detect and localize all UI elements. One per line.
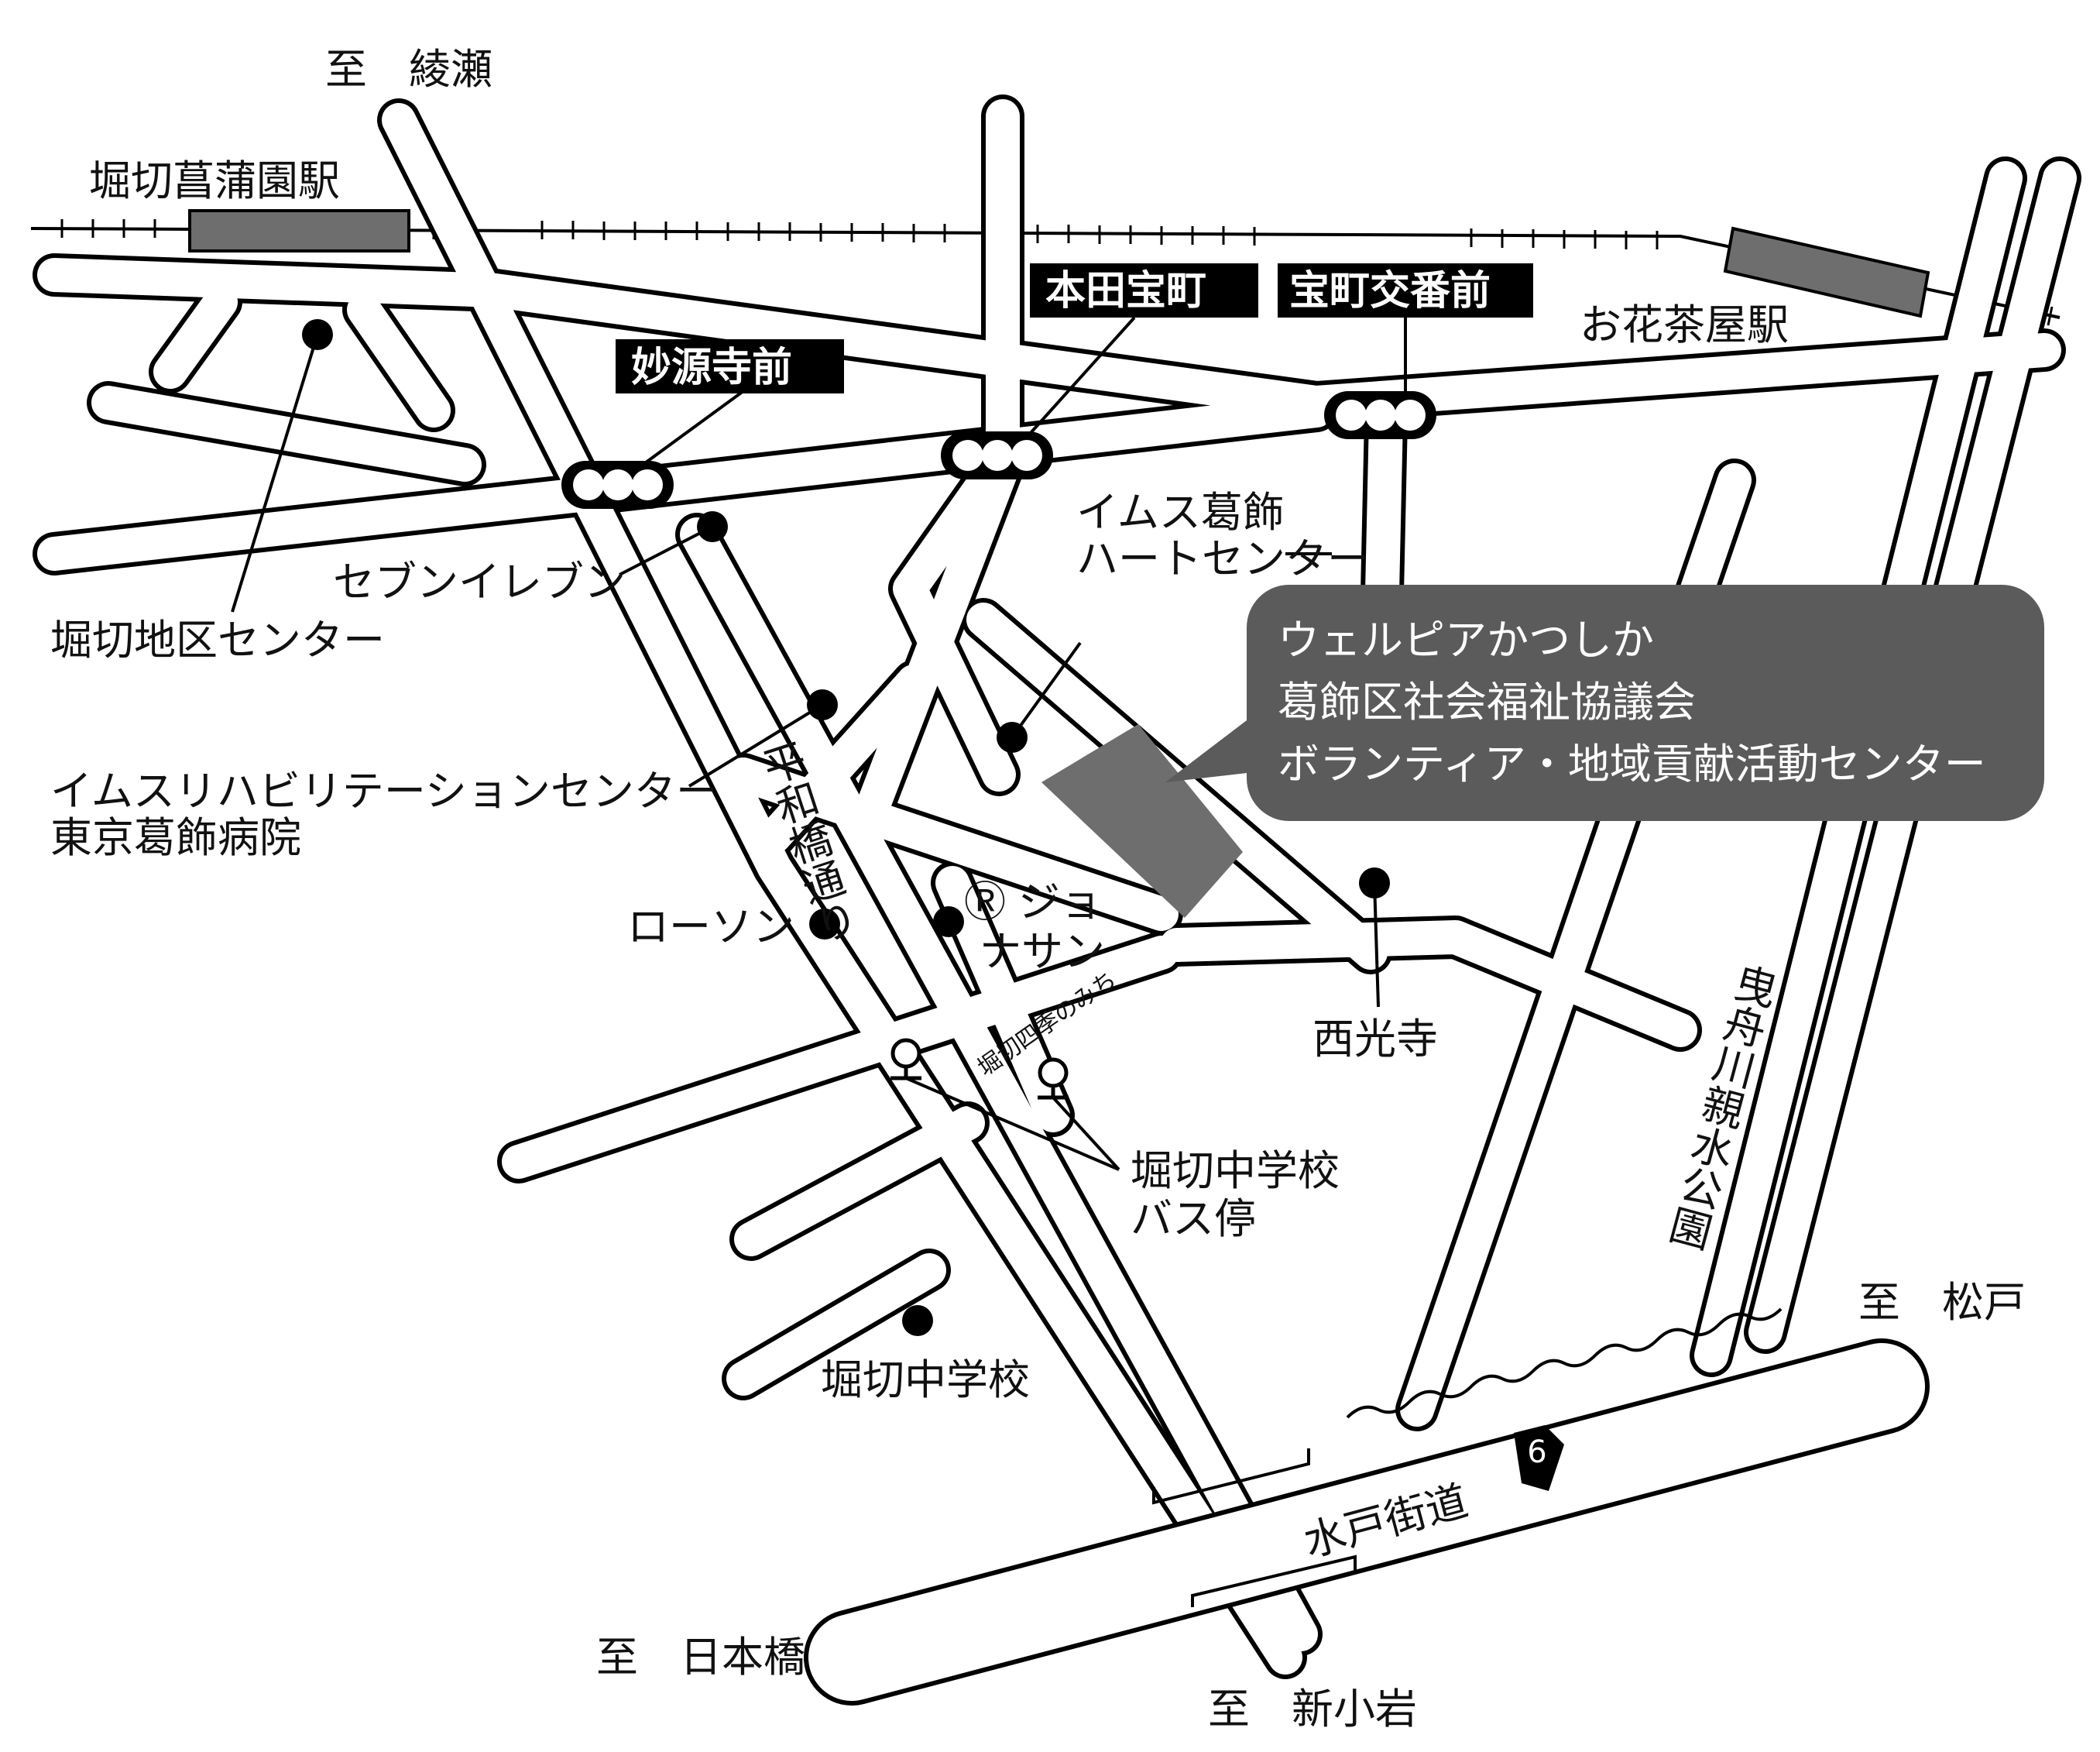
label-seven-eleven: セブンイレブン <box>333 558 626 606</box>
label-busstop-2: バス停 <box>1131 1194 1256 1243</box>
label-ims-heart-2: ハートセンター <box>1076 534 1369 583</box>
label-bg-myogenji <box>616 339 844 393</box>
label-bg-takaramachi <box>1278 263 1533 318</box>
label-lawson: ローソン <box>627 902 794 951</box>
traffic-signal-honda <box>941 431 1053 479</box>
bus-stop-icon <box>1038 1057 1069 1100</box>
signal-honda-label: 本田宝町 <box>1045 268 1206 314</box>
label-jonathan-2: ナサン <box>980 927 1105 976</box>
label-horikiri-chiku-center: 堀切地区センター <box>50 616 385 665</box>
road-network <box>33 94 2081 1706</box>
label-horikiri-jhs: 堀切中学校 <box>821 1355 1030 1404</box>
bus-stop-icon <box>890 1038 921 1080</box>
traffic-signal-takaramachi <box>1324 391 1436 439</box>
dot-jonathan <box>933 906 964 937</box>
label-busstop-1: 堀切中学校 <box>1131 1146 1340 1195</box>
label-jonathan-mark: Ⓡ <box>964 878 1006 926</box>
signal-takaramachi-label: 宝町交番前 <box>1289 268 1491 314</box>
traffic-signal-myogenji <box>561 461 674 509</box>
direction-matsudo: 至 松戸 <box>1858 1278 2026 1327</box>
label-saikoji: 西光寺 <box>1312 1015 1438 1063</box>
label-ims-rehab-1: イムスリハビリテーションセンター <box>50 767 718 816</box>
signal-myogenji-label: 妙源寺前 <box>631 345 792 391</box>
river-edge <box>1346 1307 1783 1419</box>
direction-shinkoiwa: 至 新小岩 <box>1208 1685 1417 1733</box>
horikiri-shobuen-station-block <box>188 209 410 252</box>
label-jonathan-1: ジョ <box>1018 878 1102 926</box>
welpia-katsushika-building <box>1041 724 1243 918</box>
dot-horikiri-jhs <box>902 1305 933 1336</box>
label-ims-heart-1: イムス葛飾 <box>1076 488 1285 537</box>
direction-nihonbashi: 至 日本橋 <box>596 1633 805 1682</box>
label-bg-honda <box>1030 263 1258 318</box>
callout-line-3: ボランティア・地域貢献活動センター <box>1278 740 1986 788</box>
callout-line-2: 葛飾区社会福祉協議会 <box>1278 678 1696 727</box>
route-6-shield-icon: 6 <box>1514 1425 1564 1491</box>
callout-box <box>1165 585 2044 821</box>
direction-ayase: 至 綾瀬 <box>325 45 492 94</box>
dot-lawson <box>809 909 840 940</box>
callout-line-1: ウェルピアかつしか <box>1278 616 1654 665</box>
route-number: 6 <box>1527 1434 1546 1470</box>
leader-lines <box>231 316 1407 1171</box>
station-ohanajaya: お花茶屋駅 <box>1580 301 1789 349</box>
ohanajaya-station-block <box>1723 226 1930 318</box>
label-ims-rehab-2: 東京葛飾病院 <box>50 813 301 862</box>
station-horikiri-shobuen: 堀切菖蒲園駅 <box>89 156 340 205</box>
